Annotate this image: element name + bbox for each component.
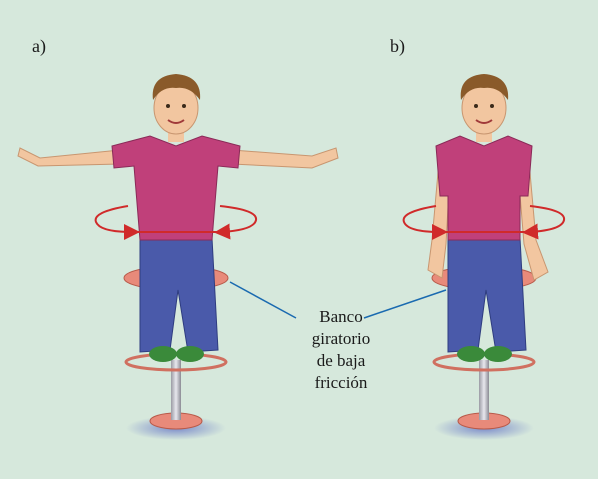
shoe-left (149, 346, 177, 362)
stool-pole (479, 360, 489, 420)
callout-line: fricción (314, 373, 368, 392)
arm-right (231, 147, 339, 169)
callout-line: de baja (316, 351, 366, 370)
figure-a-child (17, 74, 339, 440)
figure-b-child (402, 74, 566, 440)
pants (447, 237, 527, 353)
callout-line: giratorio (311, 329, 371, 348)
shoe-left (457, 346, 485, 362)
shoe-right (176, 346, 204, 362)
panel-label-a: a) (32, 36, 46, 56)
pointer-line-b (363, 289, 447, 319)
shirt (111, 135, 241, 241)
callout-line: Banco (319, 307, 363, 326)
rotation-arrow-right (214, 205, 258, 240)
shirt (435, 135, 533, 241)
arm-left (17, 147, 121, 167)
stool-pole (171, 360, 181, 420)
stool-callout: Banco giratorio de baja fricción (286, 306, 396, 394)
pants (139, 237, 219, 353)
hair (152, 74, 201, 100)
rotation-arrow-left (402, 205, 448, 240)
shoe-right (484, 346, 512, 362)
pointer-line-a (229, 281, 297, 319)
rotation-arrow-right (522, 205, 566, 240)
panel-label-b: b) (390, 36, 405, 56)
hair (460, 74, 509, 100)
rotation-arrow-left (94, 205, 140, 240)
